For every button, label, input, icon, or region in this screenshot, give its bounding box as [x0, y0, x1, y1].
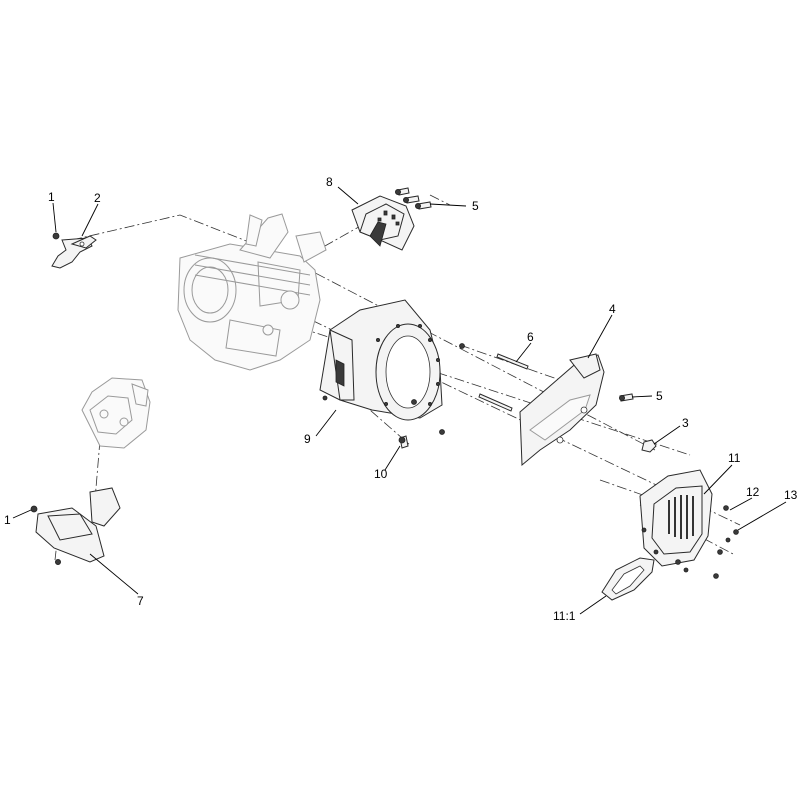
- part-5-bolt-right: [619, 393, 634, 402]
- parts-12-13-bolts-nuts: [675, 505, 739, 579]
- part-11-1-starter-handle: [601, 557, 655, 601]
- callout-11: 11: [728, 451, 741, 465]
- engine-block: [177, 213, 327, 371]
- part-5-bolts-upper: [394, 187, 432, 210]
- callout-2: 2: [94, 191, 101, 205]
- cylinder-head: [81, 377, 151, 449]
- callout-1-top: 1: [48, 190, 55, 204]
- callout-7: 7: [137, 594, 144, 608]
- part-6-studs: [411, 343, 529, 435]
- part-1-bolt-lower: [30, 505, 38, 513]
- part-4-side-panel: [519, 353, 605, 467]
- callout-labels: 1 2 8 5 6 4 5 3 9 10 1 7 11 12 13 11:1: [4, 175, 798, 623]
- callout-6: 6: [527, 330, 534, 344]
- part-7-head-cover: [35, 487, 121, 566]
- callout-11-1: 11:1: [553, 609, 576, 623]
- callout-13: 13: [784, 488, 798, 502]
- callout-3: 3: [682, 416, 689, 430]
- callout-4: 4: [609, 302, 616, 316]
- callout-5-top: 5: [472, 199, 479, 213]
- part-11-recoil-starter: [639, 469, 713, 567]
- callout-1-lower: 1: [4, 513, 11, 527]
- callout-9: 9: [304, 432, 311, 446]
- part-8-shroud-bracket: [351, 195, 415, 251]
- part-10-bolt: [398, 435, 409, 449]
- callout-12: 12: [746, 485, 760, 499]
- leader-lines: [12, 186, 787, 615]
- part-9-blower-housing: [319, 299, 443, 421]
- callout-8: 8: [326, 175, 333, 189]
- callout-10: 10: [374, 467, 388, 481]
- part-3-nut: [641, 439, 657, 453]
- callout-5-right: 5: [656, 389, 663, 403]
- part-2-governor-linkage: [51, 232, 97, 269]
